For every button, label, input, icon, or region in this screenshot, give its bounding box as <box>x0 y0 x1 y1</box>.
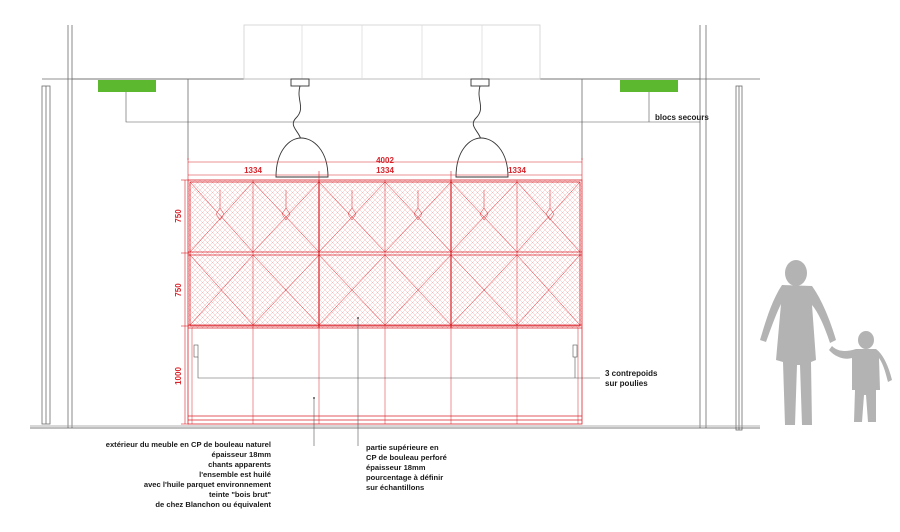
svg-text:extérieur du meuble en CP de b: extérieur du meuble en CP de bouleau nat… <box>106 440 271 449</box>
dimension-lines <box>181 158 583 425</box>
dim-upper-height: 750 <box>174 209 183 223</box>
dim-lower-height: 1000 <box>174 367 183 385</box>
dim-total-width: 4002 <box>376 156 394 165</box>
building-structure <box>30 24 760 431</box>
emergency-light-icon <box>620 80 678 92</box>
dim-middle-height: 750 <box>174 283 183 297</box>
cabinet-elevation <box>187 179 583 425</box>
pendant-lamp-icon <box>455 78 509 178</box>
label-contrepoids-1: 3 contrepoids <box>605 369 658 378</box>
pendant-lamps <box>275 78 509 178</box>
dim-module-1: 1334 <box>244 166 262 175</box>
adult-silhouette-icon <box>760 260 836 425</box>
svg-text:partie supérieure en: partie supérieure en <box>366 443 439 452</box>
svg-text:pourcentage à définir: pourcentage à définir <box>366 473 443 482</box>
svg-text:l'ensemble est huilé: l'ensemble est huilé <box>199 470 271 479</box>
svg-text:sur échantillons: sur échantillons <box>366 483 424 492</box>
label-contrepoids-2: sur poulies <box>605 379 648 388</box>
dim-module-3: 1334 <box>508 166 526 175</box>
svg-text:épaisseur 18mm: épaisseur 18mm <box>366 463 426 472</box>
note-top-panel: partie supérieure en CP de bouleau perfo… <box>366 443 447 492</box>
leader-blocs-secours <box>125 92 700 123</box>
pendant-lamp-icon <box>275 78 329 178</box>
svg-text:chants apparents: chants apparents <box>208 460 271 469</box>
svg-text:avec l'huile parquet environne: avec l'huile parquet environnement <box>144 480 272 489</box>
svg-text:CP de bouleau perforé: CP de bouleau perforé <box>366 453 447 462</box>
emergency-light-icon <box>98 80 156 92</box>
child-silhouette-icon <box>829 331 892 422</box>
note-leaders <box>197 318 600 446</box>
svg-text:de chez Blanchon ou équivalent: de chez Blanchon ou équivalent <box>155 500 271 509</box>
svg-text:teinte "bois brut": teinte "bois brut" <box>209 490 271 499</box>
svg-text:épaisseur 18mm: épaisseur 18mm <box>211 450 271 459</box>
dim-module-2: 1334 <box>376 166 394 175</box>
emergency-lights <box>98 80 678 92</box>
note-exterior: extérieur du meuble en CP de bouleau nat… <box>106 440 272 509</box>
label-blocs-secours: blocs secours <box>655 113 709 122</box>
